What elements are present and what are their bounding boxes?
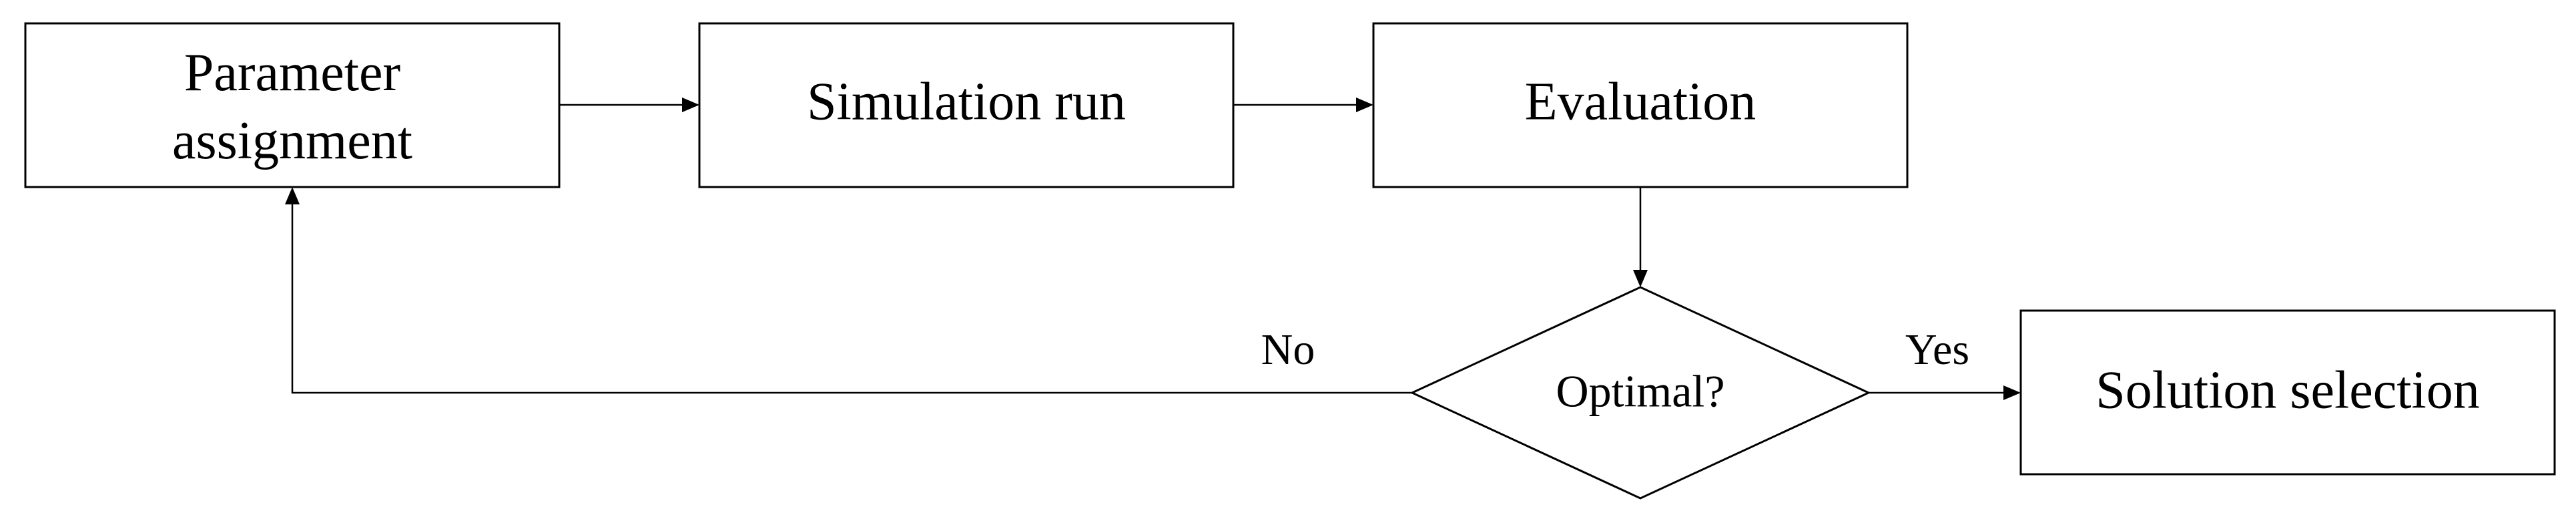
- edge-evaluation-to-decision-arrowhead: [1633, 270, 1648, 287]
- edge-yes-label: Yes: [1905, 325, 1969, 374]
- node-solution-selection-label: Solution selection: [2096, 361, 2480, 419]
- node-evaluation-box: [1372, 22, 1909, 188]
- edge-simulation-to-evaluation: [1233, 98, 1373, 112]
- node-simulation-run-label: Simulation run: [807, 72, 1126, 131]
- node-solution-selection-box: [2019, 309, 2556, 476]
- edge-param-to-simulation-arrowhead: [682, 98, 699, 112]
- edge-decision-no-arrowhead: [285, 187, 300, 204]
- edge-decision-no: No: [285, 187, 1412, 394]
- node-solution-selection: Solution selection: [2019, 309, 2556, 476]
- edge-evaluation-to-decision: [1633, 187, 1648, 287]
- node-parameter-assignment-line1: Parameter: [184, 43, 400, 102]
- edge-decision-yes: Yes: [1869, 325, 2021, 400]
- edge-param-to-simulation: [559, 98, 699, 112]
- node-simulation-run-box: [698, 22, 1235, 188]
- node-decision: Optimal?: [1409, 286, 1871, 500]
- node-decision-diamond: [1409, 286, 1871, 500]
- edge-simulation-to-evaluation-arrowhead: [1356, 98, 1373, 112]
- node-evaluation: Evaluation: [1372, 22, 1909, 188]
- node-evaluation-label: Evaluation: [1525, 72, 1756, 131]
- node-simulation-run: Simulation run: [698, 22, 1235, 188]
- node-parameter-assignment: Parameter assignment: [24, 22, 561, 188]
- node-parameter-assignment-line2: assignment: [172, 112, 412, 170]
- node-decision-label: Optimal?: [1556, 366, 1724, 417]
- edge-decision-yes-arrowhead: [2003, 385, 2021, 400]
- edge-decision-no-line: [291, 203, 1412, 394]
- node-parameter-assignment-box: [24, 22, 561, 188]
- edge-no-label: No: [1261, 325, 1315, 374]
